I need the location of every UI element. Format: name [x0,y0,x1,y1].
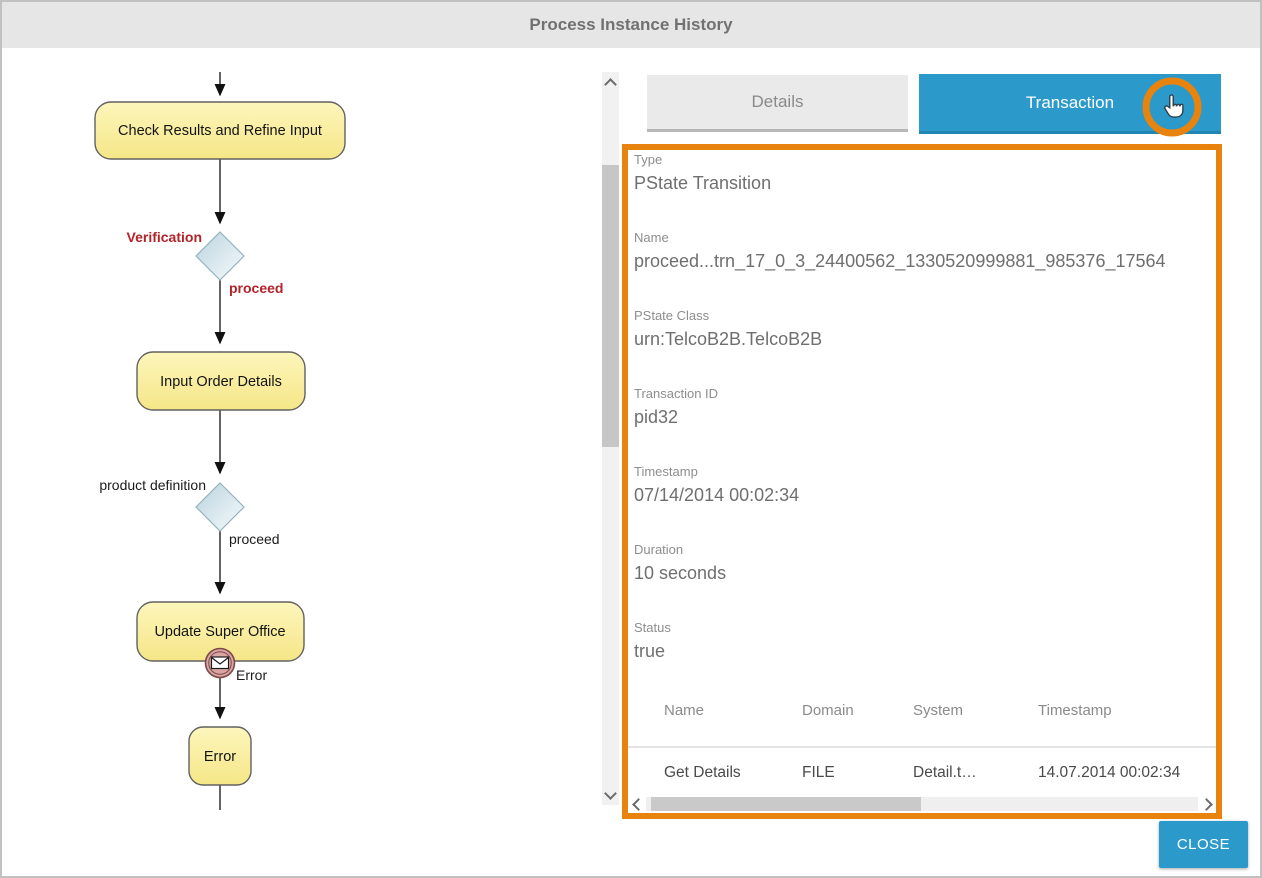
cell-system: Detail.t… [913,764,977,781]
chevron-down-icon[interactable] [602,786,619,803]
field-value: 10 seconds [634,563,727,583]
node-input-order-details[interactable]: Input Order Details [136,351,306,411]
edge-label-proceed: proceed [229,280,283,296]
field-value: pid32 [634,407,679,427]
cell-timestamp: 14.07.2014 00:02:34 [1038,764,1181,781]
horizontal-scrollbar-thumb[interactable] [651,797,921,811]
node-label: Input Order Details [160,374,282,390]
gateway-product-definition[interactable] [195,482,245,532]
chevron-right-icon[interactable] [1199,795,1216,813]
edge-label-proceed: proceed [229,531,280,547]
chevron-left-icon[interactable] [628,795,645,813]
node-error[interactable]: Error [188,726,252,786]
tab-details[interactable]: Details [647,75,908,132]
node-check-results-and-refine-input[interactable]: Check Results and Refine Input [94,101,346,160]
edge-label-error: Error [236,667,267,683]
node-label: Update Super Office [154,624,285,640]
edge-label-product-definition: product definition [99,477,206,493]
dialog-title: Process Instance History [529,15,733,34]
field-duration: Duration 10 seconds [634,542,1208,586]
steps-table: Name Domain System Timestamp Get Details… [628,696,1216,782]
field-timestamp: Timestamp 07/14/2014 00:02:34 [634,464,1208,508]
field-label: Timestamp [634,464,698,479]
field-value: proceed...trn_17_0_3_24400562_1330520999… [634,251,1166,271]
node-update-super-office[interactable]: Update Super Office [136,601,305,662]
field-transaction-id: Transaction ID pid32 [634,386,1208,430]
table-row[interactable]: Get Details FILE Detail.t… 14.07.2014 00… [628,748,1216,782]
process-diagram: Check Results and Refine Input Verificat… [94,72,346,810]
vertical-scrollbar[interactable] [602,72,619,805]
table-divider [628,746,1216,748]
table-header-row: Name Domain System Timestamp [628,696,1216,719]
field-label: Type [634,152,663,167]
cell-domain: FILE [802,764,835,781]
field-label: PState Class [634,308,710,323]
node-label: Error [204,749,236,765]
field-name: Name proceed...trn_17_0_3_24400562_13305… [634,230,1208,274]
close-button[interactable]: CLOSE [1159,821,1248,868]
field-value: urn:TelcoB2B.TelcoB2B [634,329,823,349]
cell-name: Get Details [664,764,741,781]
node-label: Check Results and Refine Input [118,123,322,139]
field-type: Type PState Transition [634,152,1208,196]
envelope-icon[interactable] [204,647,236,679]
edge-label-verification: Verification [127,229,202,245]
horizontal-scrollbar-track[interactable] [646,797,1198,811]
transaction-panel: Type PState Transition Name proceed...tr… [622,144,1222,819]
field-status: Status true [634,620,1208,664]
column-header-timestamp: Timestamp [1038,702,1112,719]
field-value: PState Transition [634,173,772,193]
field-value: 07/14/2014 00:02:34 [634,485,800,505]
transaction-fields: Type PState Transition Name proceed...tr… [628,150,1216,698]
horizontal-scrollbar[interactable] [628,795,1216,813]
column-header-domain: Domain [802,702,854,719]
field-label: Status [634,620,671,635]
tab-transaction[interactable]: Transaction [919,74,1221,134]
gateway-verification[interactable] [195,231,245,281]
column-header-system: System [913,702,964,719]
column-header-name: Name [664,702,705,719]
field-label: Transaction ID [634,386,719,401]
field-pstate-class: PState Class urn:TelcoB2B.TelcoB2B [634,308,1208,352]
field-value: true [634,641,666,661]
dialog-header: Process Instance History [2,2,1260,48]
field-label: Duration [634,542,684,557]
vertical-scrollbar-thumb[interactable] [602,165,619,447]
field-label: Name [634,230,669,245]
chevron-up-icon[interactable] [602,74,619,91]
